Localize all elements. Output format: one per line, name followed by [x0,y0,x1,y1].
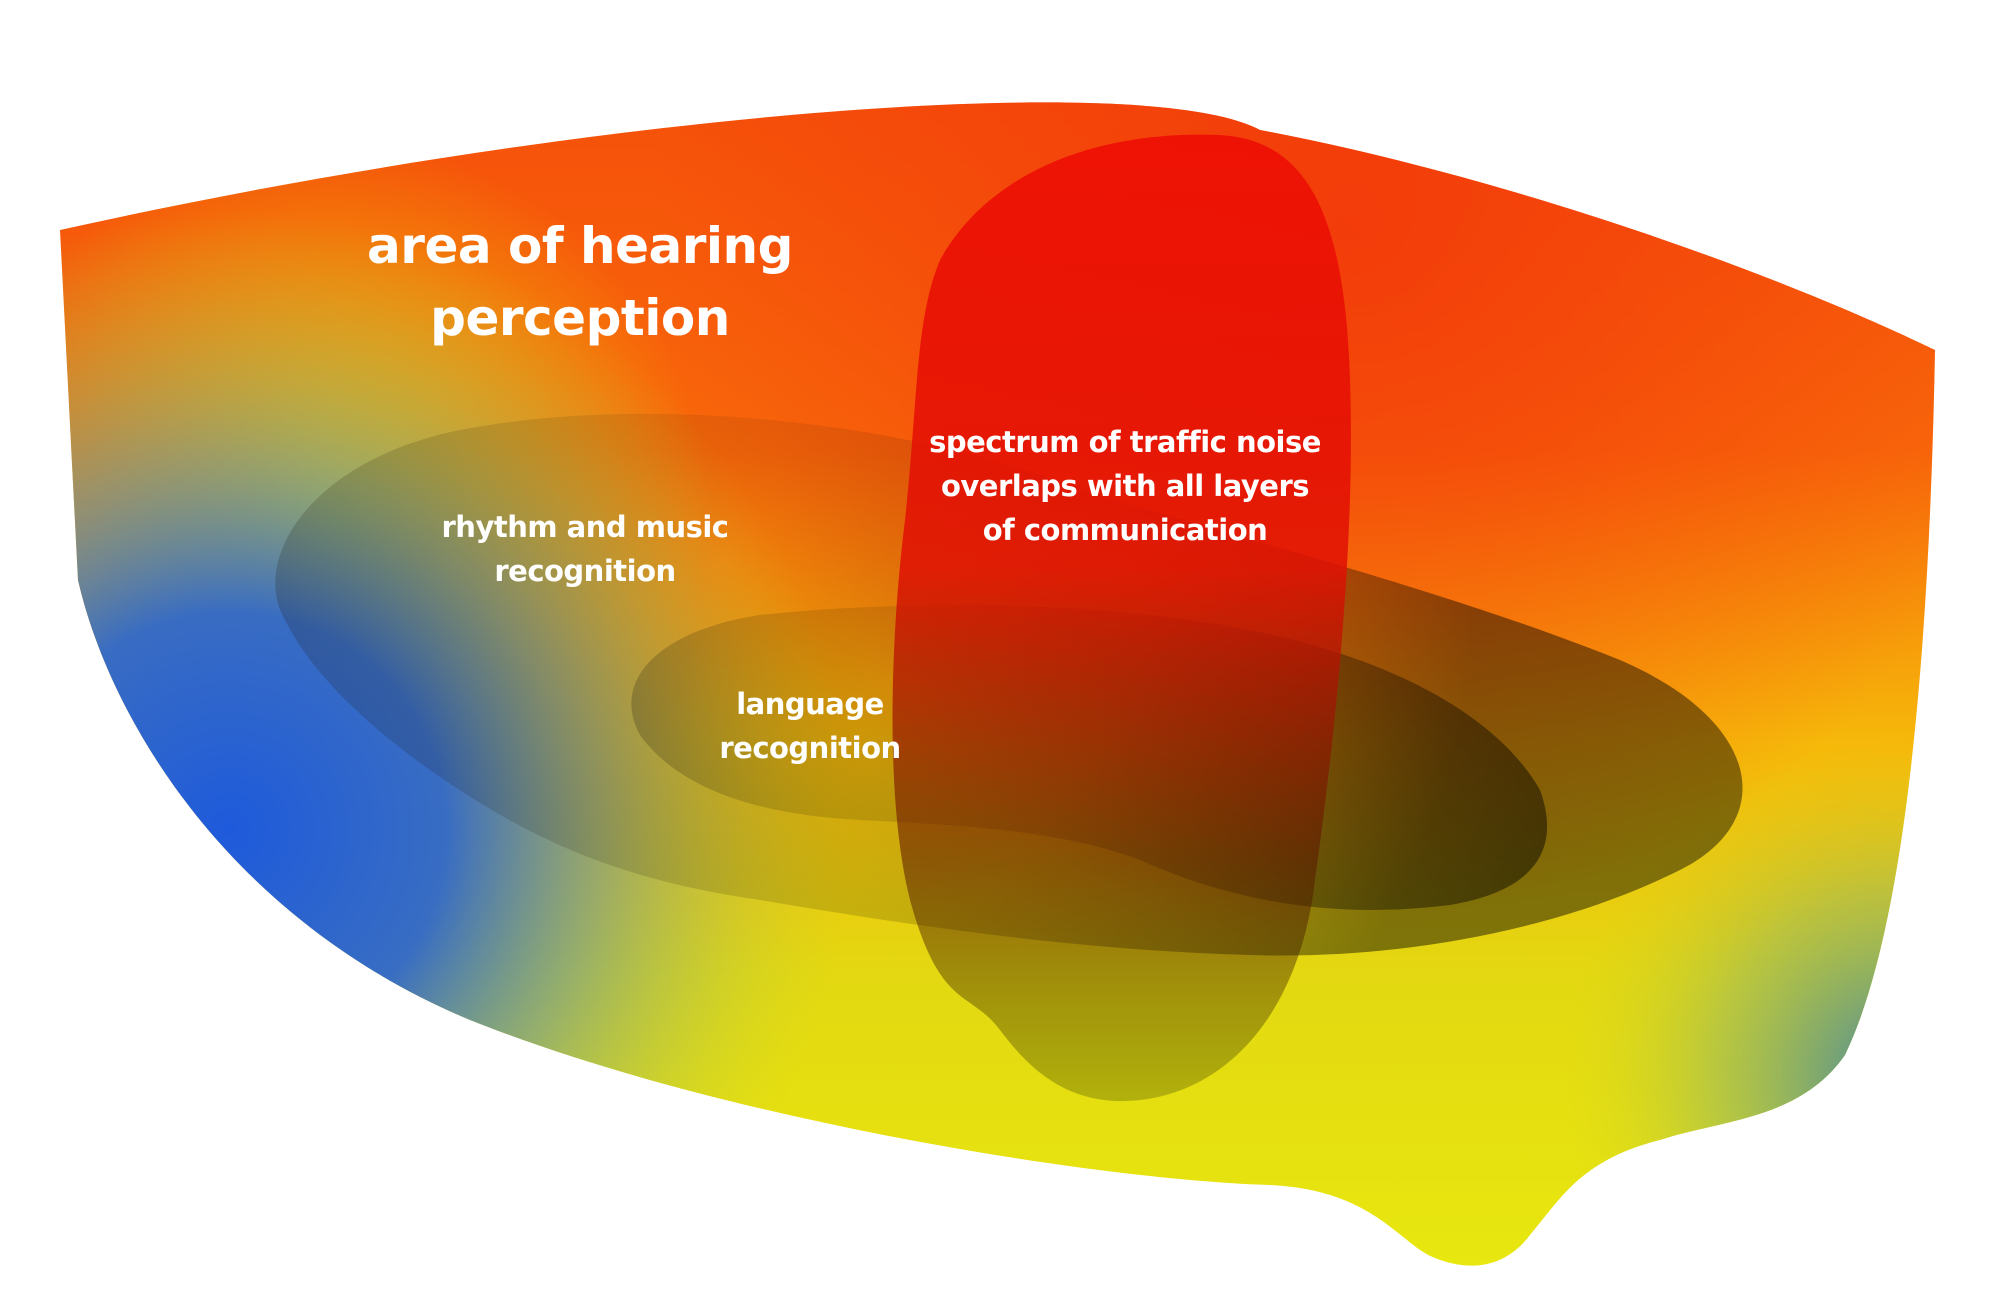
rhythm-label-line: recognition [494,554,676,588]
hearing-label-line: area of hearing [367,217,793,275]
language-recognition-label: language recognition [690,682,930,770]
language-label-line: recognition [719,731,901,765]
traffic-label-line: of communication [982,513,1268,547]
language-label-line: language [736,687,884,721]
rhythm-music-label: rhythm and music recognition [405,505,765,593]
traffic-noise-label: spectrum of traffic noise overlaps with … [900,420,1350,552]
hearing-area-label: area of hearing perception [330,210,830,354]
traffic-label-line: overlaps with all layers [940,469,1310,503]
rhythm-label-line: rhythm and music [441,510,730,544]
hearing-label-line: perception [430,289,730,347]
traffic-label-line: spectrum of traffic noise [929,425,1321,459]
traffic-region-shape [892,134,1351,1102]
